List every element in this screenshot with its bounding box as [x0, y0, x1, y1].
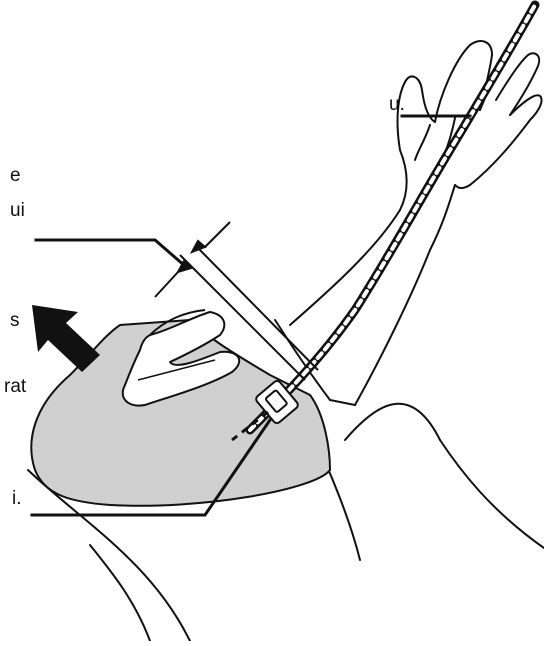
- text-fragment-1: u.: [389, 94, 405, 116]
- text-fragment-3: ui: [10, 200, 25, 222]
- text-fragment-2: e: [10, 165, 21, 187]
- callout-line-2: [36, 240, 185, 266]
- text-fragment-4: s: [10, 310, 20, 332]
- text-fragment-6: i.: [12, 488, 22, 510]
- distance-marker: [155, 222, 230, 297]
- direction-arrow-icon: [32, 305, 100, 372]
- air-tube: [250, 5, 535, 430]
- text-fragment-5: rat: [4, 376, 26, 398]
